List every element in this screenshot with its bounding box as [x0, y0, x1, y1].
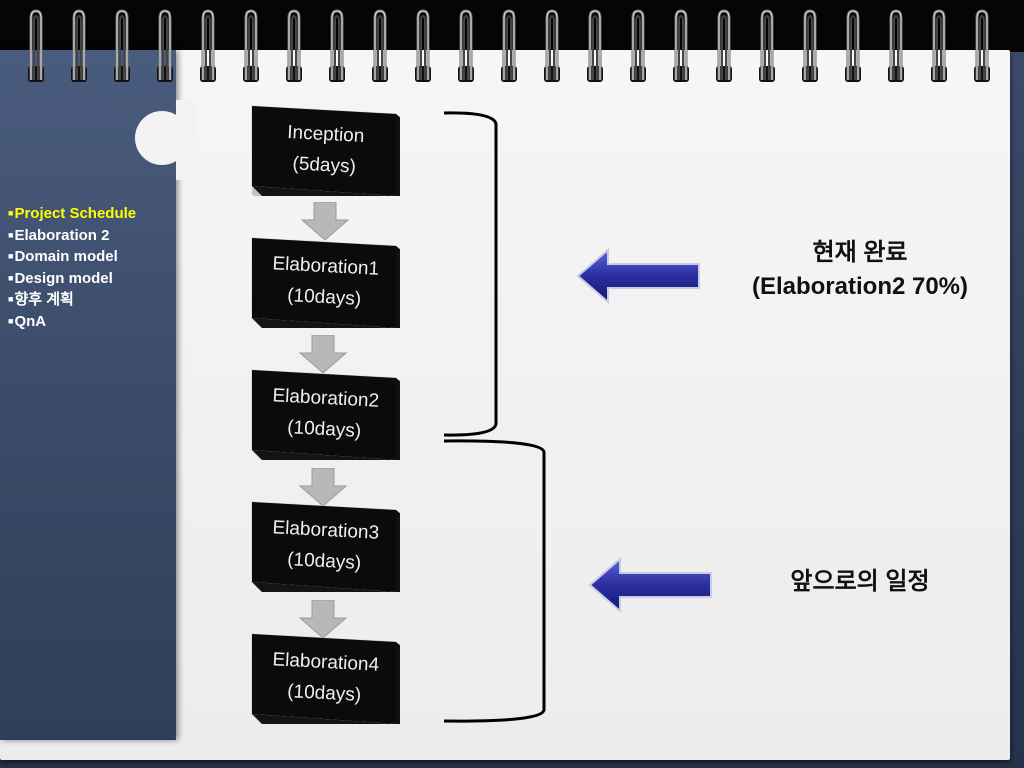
process-step-elaboration3: Elaboration3(10days): [250, 500, 400, 592]
step-duration: (10days): [286, 681, 362, 706]
completed-bracket: [443, 111, 498, 437]
left-arrow-icon: [588, 557, 712, 613]
process-step-inception: Inception (5days): [250, 104, 400, 196]
step-duration: (10days): [286, 285, 362, 310]
current-status-detail: (Elaboration2 70%): [751, 273, 969, 300]
sidebar-item-domain-model[interactable]: ■Domain model: [8, 248, 118, 265]
spiral-ring-icon: [888, 9, 904, 82]
step-name: Inception: [286, 122, 365, 148]
down-arrow-icon: [298, 468, 348, 507]
process-step-elaboration1: Elaboration1(10days): [250, 236, 400, 328]
down-arrow-icon: [298, 335, 348, 374]
spiral-ring-icon: [200, 9, 216, 82]
upcoming-schedule-note: 앞으로의 일정: [740, 565, 980, 599]
spiral-ring-icon: [931, 9, 947, 82]
spiral-ring-icon: [71, 9, 87, 82]
spiral-ring-icon: [974, 9, 990, 82]
spiral-ring-icon: [243, 9, 259, 82]
upcoming-bracket: [443, 439, 546, 723]
bullet-icon: ■: [8, 315, 14, 326]
step-duration: (5days): [291, 153, 357, 178]
bullet-icon: ■: [8, 251, 14, 261]
bullet-icon: ■: [8, 208, 14, 218]
spiral-ring-icon: [329, 9, 345, 82]
spiral-ring-icon: [587, 9, 603, 82]
bullet-icon: ■: [8, 229, 14, 240]
spiral-ring-icon: [630, 9, 646, 82]
spiral-ring-icon: [845, 9, 861, 82]
spiral-ring-icon: [157, 9, 173, 82]
spiral-ring-icon: [114, 9, 130, 82]
left-arrow-icon: [576, 248, 700, 304]
spiral-ring-icon: [544, 9, 560, 82]
spiral-ring-icon: [286, 9, 302, 82]
step-duration: (10days): [286, 417, 362, 442]
spiral-ring-icon: [716, 9, 732, 82]
sidebar-item-elaboration-2[interactable]: ■Elaboration 2: [8, 226, 110, 244]
spiral-ring-icon: [673, 9, 689, 82]
spiral-ring-icon: [372, 9, 388, 82]
sidebar-item-future-plan[interactable]: ■향후 계획: [8, 291, 74, 308]
current-status-note: 현재 완료 (Elaboration2 70%): [720, 236, 1000, 304]
sidebar-menu: ■Project Schedule ■Elaboration 2 ■Domain…: [8, 203, 136, 332]
sidebar-item-design-model[interactable]: ■Design model: [8, 269, 113, 287]
step-duration: (10days): [286, 549, 362, 574]
process-step-elaboration2: Elaboration2(10days): [250, 368, 400, 460]
down-arrow-icon: [298, 600, 348, 639]
current-status-title: 현재 완료: [812, 239, 908, 266]
spiral-ring-icon: [28, 9, 44, 82]
process-step-elaboration4: Elaboration4(10days): [250, 632, 400, 724]
spiral-ring-icon: [501, 9, 517, 82]
spiral-ring-icon: [759, 9, 775, 82]
spiral-ring-icon: [415, 9, 431, 82]
down-arrow-icon: [300, 202, 350, 241]
bullet-icon: ■: [8, 294, 14, 304]
spiral-ring-icon: [802, 9, 818, 82]
spiral-ring-icon: [458, 9, 474, 82]
sidebar-panel: [0, 50, 176, 740]
sidebar-item-project-schedule[interactable]: ■Project Schedule: [8, 205, 137, 222]
bullet-icon: ■: [8, 272, 14, 283]
sidebar-item-qna[interactable]: ■QnA: [8, 312, 47, 330]
upcoming-schedule-title: 앞으로의 일정: [790, 568, 930, 595]
